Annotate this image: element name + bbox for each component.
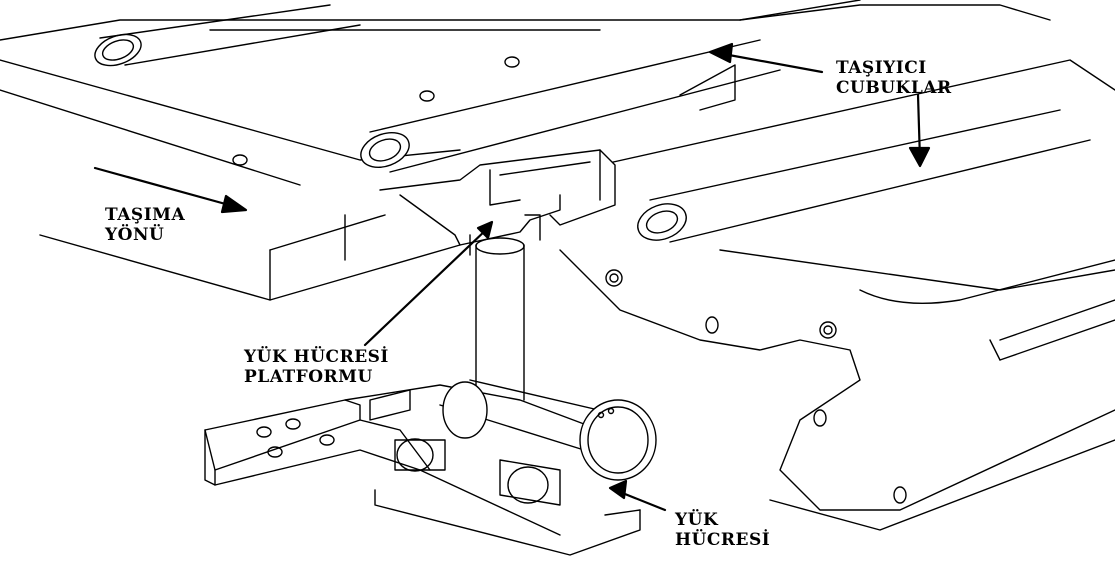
load-cell-label-line2: HÜCRESİ xyxy=(675,530,771,550)
carrier-bars-arrow-2 xyxy=(908,93,931,168)
carrier-bar-3 xyxy=(637,109,1091,243)
load-cell-arrow xyxy=(608,479,667,512)
direction-arrow xyxy=(93,166,248,214)
label-arrows xyxy=(93,42,931,512)
direction-label-line1: TAŞIMA xyxy=(105,205,186,225)
direction-label-line2: YÖNÜ xyxy=(105,225,165,245)
platform-post xyxy=(475,237,525,401)
load-cell-label: YÜK HÜCRESİ xyxy=(675,510,770,550)
carrier-bar-1 xyxy=(94,4,361,67)
carrier-bars-label: TAŞIYICI CUBUKLAR xyxy=(836,58,952,98)
carrier-bars-label-line1: TAŞIYICI xyxy=(836,58,927,78)
conveyor-frame xyxy=(0,0,1051,301)
platform-arrow xyxy=(363,220,494,347)
platform-label-line1: YÜK HÜCRESİ xyxy=(244,347,389,367)
direction-label: TAŞIMA YÖNÜ xyxy=(105,205,185,245)
carrier-bars-label-line2: CUBUKLAR xyxy=(836,78,952,98)
side-plate xyxy=(232,56,1115,531)
platform-label-line2: PLATFORMU xyxy=(244,367,373,387)
load-cell xyxy=(204,379,657,556)
carrier-bars-arrow-1 xyxy=(708,42,824,74)
platform-bracket xyxy=(379,149,616,256)
load-cell-label-line1: YÜK xyxy=(675,510,719,530)
platform-label: YÜK HÜCRESİ PLATFORMU xyxy=(244,347,389,387)
carrier-bar-2 xyxy=(360,39,781,173)
